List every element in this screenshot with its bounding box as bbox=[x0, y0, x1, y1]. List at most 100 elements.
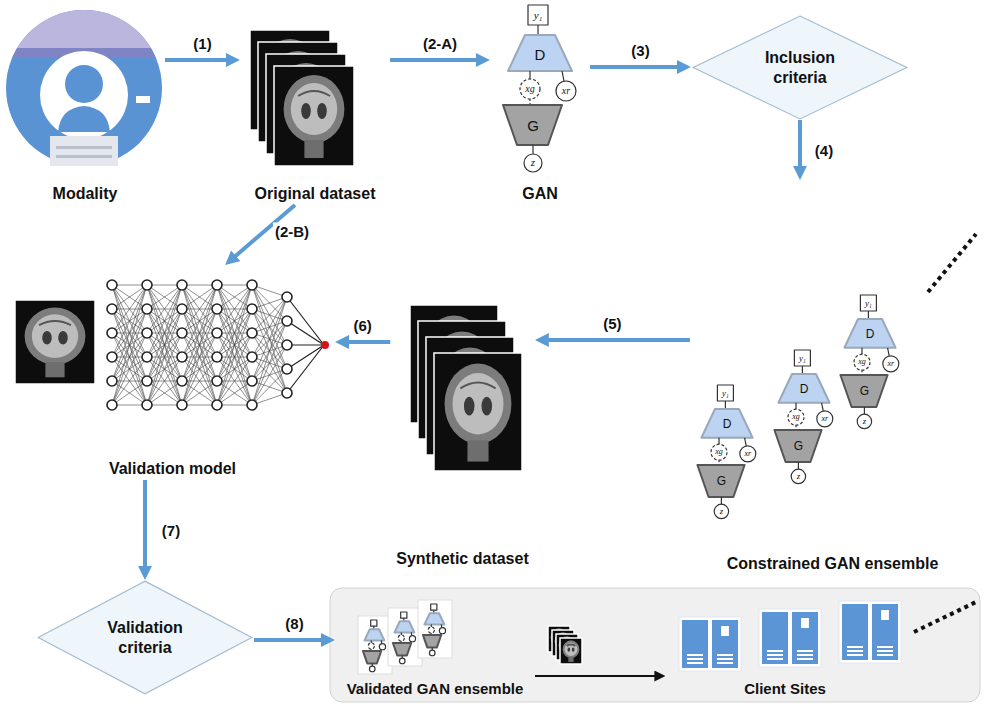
flow-arrow bbox=[547, 338, 690, 342]
illustration-line bbox=[802, 366, 803, 374]
node-label: Validation criteria bbox=[93, 618, 198, 656]
illustration-circle bbox=[107, 352, 117, 362]
illustration-rect bbox=[431, 604, 437, 610]
node-label: Synthetic dataset bbox=[396, 549, 528, 568]
illustration-g bbox=[358, 616, 392, 674]
illustration-g bbox=[393, 612, 416, 664]
diamond-outline bbox=[691, 15, 909, 120]
decision-diamond: Inclusion criteria bbox=[691, 15, 909, 120]
illustration-ellipse bbox=[291, 83, 337, 135]
illustration-rect bbox=[842, 604, 868, 660]
gan-symbol-label: z bbox=[531, 157, 535, 168]
step-number: (2-A) bbox=[421, 35, 459, 52]
illustration-line bbox=[868, 311, 869, 319]
step-number: (8) bbox=[283, 615, 305, 632]
diamond-shape bbox=[693, 16, 907, 119]
illustration-line bbox=[252, 285, 287, 345]
step-number: (2-B) bbox=[273, 223, 311, 240]
gan-symbol-label: xg bbox=[792, 413, 800, 421]
gan-symbol-label: G bbox=[794, 440, 803, 452]
illustration-circle bbox=[212, 352, 222, 362]
illustration-rect bbox=[792, 612, 818, 664]
illustration-line bbox=[147, 285, 182, 405]
illustration-g bbox=[363, 620, 386, 672]
illustration-line bbox=[217, 285, 252, 357]
illustration-g bbox=[840, 295, 898, 429]
illustration-line bbox=[147, 285, 182, 405]
step-number: (6) bbox=[351, 317, 373, 334]
dataset-node: Original dataset bbox=[240, 20, 390, 205]
illustration-rect bbox=[717, 654, 733, 656]
illustration-circle bbox=[40, 51, 128, 139]
illustration-rect bbox=[371, 620, 377, 626]
illustration-rect bbox=[467, 440, 488, 461]
illustration-line bbox=[182, 333, 217, 405]
illustration-rect bbox=[388, 608, 422, 666]
illustration-circle bbox=[212, 376, 222, 386]
distribution-arrow bbox=[535, 675, 656, 677]
illustration-circle bbox=[107, 280, 117, 290]
illustration-line bbox=[112, 285, 147, 309]
illustration-ellipse bbox=[452, 373, 503, 434]
illustration-circle bbox=[399, 658, 405, 664]
illustration-path bbox=[298, 91, 330, 96]
illustration-line bbox=[147, 285, 182, 357]
illustration-polygon bbox=[424, 613, 444, 624]
illustration-line bbox=[182, 285, 217, 405]
illustration-line bbox=[217, 381, 252, 405]
dataset-node: Synthetic dataset bbox=[390, 295, 534, 570]
modality-node: Modality bbox=[5, 5, 165, 205]
illustration-line bbox=[182, 285, 217, 405]
illustration-circle bbox=[524, 154, 542, 172]
flow-arrow bbox=[798, 120, 802, 168]
illustration-rect bbox=[801, 618, 809, 628]
illustration-circle bbox=[714, 504, 728, 518]
illustration-circle bbox=[409, 636, 415, 642]
illustration-circle bbox=[212, 400, 222, 410]
illustration-line bbox=[182, 285, 217, 309]
node-label: Original dataset bbox=[255, 184, 376, 203]
illustration-line bbox=[112, 285, 147, 405]
illustration-circle bbox=[142, 376, 152, 386]
illustration-g bbox=[560, 638, 582, 664]
illustration-circle bbox=[429, 650, 435, 656]
illustration-g bbox=[679, 617, 741, 671]
illustration-circle bbox=[282, 292, 292, 302]
illustration-circle bbox=[282, 388, 292, 398]
illustration-polygon bbox=[701, 409, 752, 438]
diamond-outline bbox=[36, 580, 254, 695]
illustration-rect bbox=[767, 654, 783, 656]
illustration-line bbox=[147, 333, 182, 405]
illustration-rect bbox=[797, 650, 813, 652]
illustration-rect bbox=[568, 657, 573, 662]
illustration-rect bbox=[56, 155, 112, 158]
ensemble-node: Constrained GAN ensemble bbox=[690, 180, 975, 575]
illustration-circle bbox=[142, 352, 152, 362]
illustration-polygon bbox=[840, 375, 887, 407]
illustration-line bbox=[112, 381, 147, 405]
gan-symbol-label: xg bbox=[715, 448, 723, 456]
illustration-g bbox=[774, 350, 832, 484]
illustration-polygon bbox=[508, 35, 572, 71]
illustration-polygon bbox=[844, 319, 895, 348]
illustration-line bbox=[112, 285, 147, 309]
illustration-ellipse bbox=[445, 364, 512, 444]
illustration-path bbox=[58, 106, 110, 132]
illustration-circle bbox=[142, 304, 152, 314]
illustration-rect bbox=[759, 609, 821, 667]
illustration-circle bbox=[212, 304, 222, 314]
illustration-rect bbox=[401, 612, 407, 618]
illustration-circle bbox=[520, 79, 540, 99]
illustration-circle bbox=[439, 628, 445, 634]
illustration-line bbox=[888, 348, 890, 356]
illustration-path bbox=[567, 645, 576, 646]
illustration-circle bbox=[282, 316, 292, 326]
illustration-rect bbox=[682, 620, 708, 668]
flow-arrow bbox=[165, 58, 228, 62]
gan-symbol-label: xr bbox=[562, 86, 570, 96]
illustration-line bbox=[147, 285, 182, 309]
illustration-circle bbox=[142, 328, 152, 338]
illustration-rect bbox=[767, 658, 783, 660]
illustration-rect bbox=[56, 146, 112, 149]
illustration-circle bbox=[857, 414, 871, 428]
